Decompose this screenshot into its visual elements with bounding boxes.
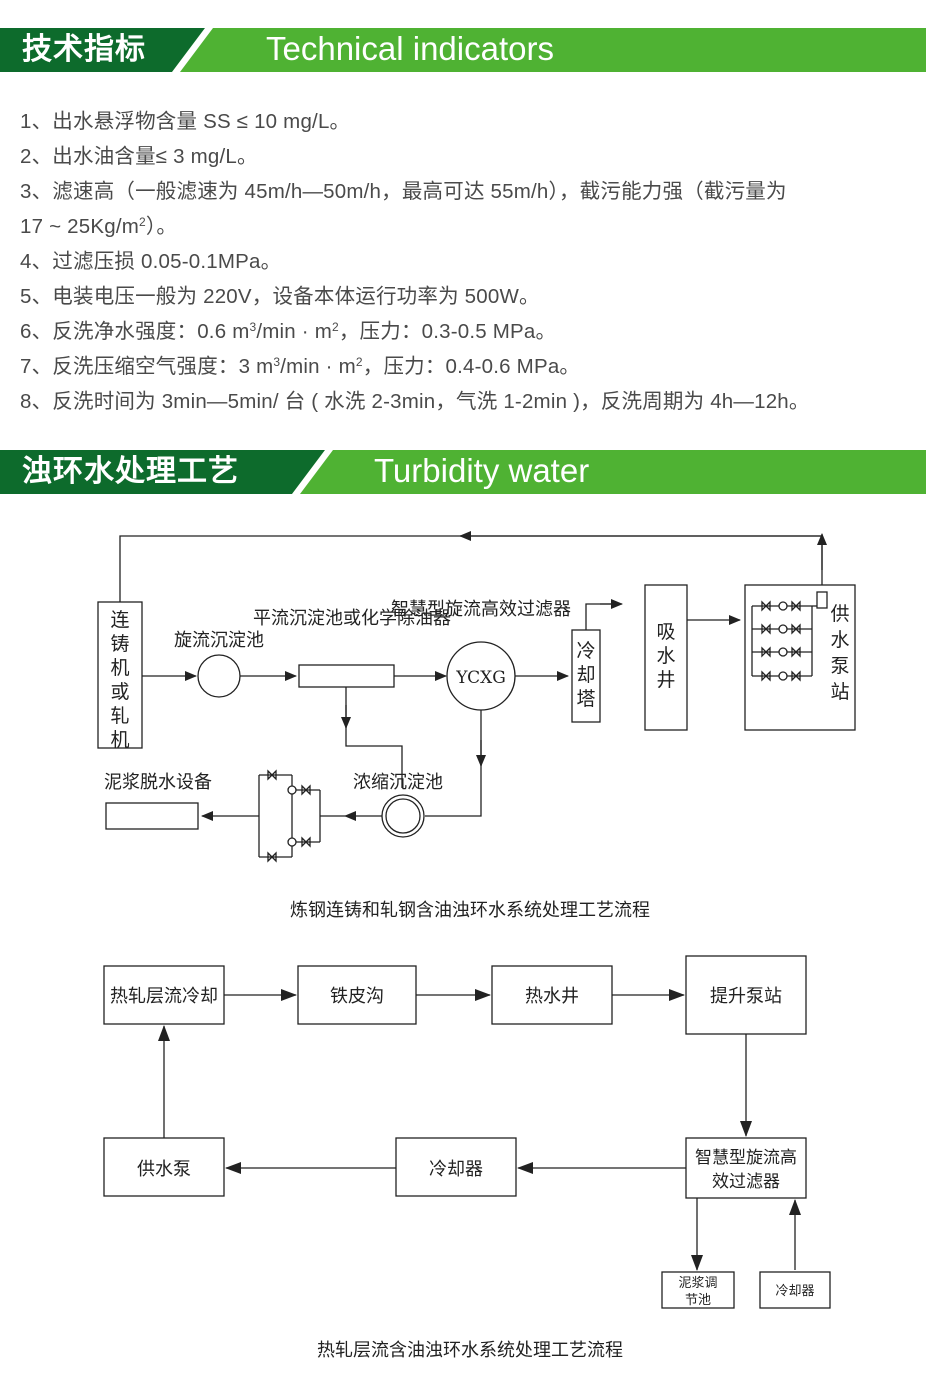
- indicator-item: 5、电装电压一般为 220V，设备本体运行功率为 500W。: [20, 279, 920, 314]
- cooling-tower-label: 冷: [576, 640, 595, 662]
- indicator-text: 3、滤速高（一般滤速为 45m/h—50m/h，最高可达 55m/h），截污能力…: [20, 180, 787, 203]
- return-line: [119, 535, 823, 602]
- supply-pump-label: 供水泵: [137, 1159, 191, 1180]
- indicator-text: 17 ~ 25Kg/m: [20, 215, 140, 238]
- sludge-valves: [267, 769, 311, 863]
- cooling-tower-label: 却: [576, 664, 595, 686]
- pump-station-label: 水: [830, 629, 849, 651]
- box-supply-pump: [103, 1137, 225, 1197]
- indicator-item: 6、反洗净水强度：0.6 m3/min · m2，压力：0.3-0.5 MPa。: [20, 314, 920, 349]
- indicator-item: 4、过滤压损 0.05-0.1MPa。: [20, 244, 920, 279]
- superscript: 2: [355, 355, 363, 369]
- thickener-tank: [381, 794, 425, 838]
- pump-station-label: 泵: [830, 655, 849, 677]
- suction-well-label: 吸: [656, 621, 675, 643]
- cyclone-label: 旋流沉淀池: [174, 630, 264, 651]
- caster-label: 轧: [110, 705, 129, 727]
- pump-station-label: 供: [830, 603, 849, 625]
- sludge-tank-label: 节池: [685, 1293, 711, 1308]
- iron-trench-label: 铁皮沟: [330, 986, 384, 1007]
- indicator-text: 5、电装电压一般为 220V，设备本体运行功率为 500W。: [20, 285, 540, 308]
- indicator-text: ，压力：0.3-0.5 MPa。: [338, 320, 557, 343]
- section-title-cn: 浊环水处理工艺: [22, 454, 239, 489]
- filter-label: 智慧型旋流高: [695, 1148, 797, 1168]
- diagram-caption: 热轧层流含油浊环水系统处理工艺流程: [317, 1340, 623, 1361]
- indicator-text: ，压力：0.4-0.6 MPa。: [362, 355, 581, 378]
- caster-label: 铸: [110, 633, 129, 655]
- lift-pump-label: 提升泵站: [710, 986, 782, 1007]
- cyclone-tank: [197, 654, 241, 698]
- indicator-text: /min · m: [280, 355, 356, 378]
- box-cooler: [395, 1137, 517, 1197]
- indicator-text: 6、反洗净水强度：0.6 m: [20, 320, 250, 343]
- box-hot-well: [491, 965, 613, 1025]
- caster-label: 机: [110, 729, 129, 751]
- indicator-text: /min · m: [256, 320, 332, 343]
- sludge-equipment-label: 泥浆脱水设备: [104, 772, 212, 793]
- box-sludge-tank: [661, 1271, 735, 1309]
- advection-label: 平流沉淀池或化学除油器: [253, 608, 451, 629]
- indicator-text: 4、过滤压损 0.05-0.1MPa。: [20, 250, 282, 273]
- box-lift-pump: [685, 955, 807, 1035]
- superscript: 3: [273, 355, 281, 369]
- section-title-cn: 技术指标: [22, 32, 146, 67]
- diagram-caption: 炼钢连铸和轧钢含油浊环水系统处理工艺流程: [290, 900, 650, 920]
- filter-code: YCXG: [455, 668, 506, 688]
- box-cooler-small: [759, 1271, 831, 1309]
- advection-tank: [298, 664, 395, 688]
- section-banner-turbidity: 浊环水处理工艺 Turbidity water: [0, 450, 926, 494]
- section-banner-technical: 技术指标 Technical indicators: [0, 28, 926, 72]
- caster-label: 连: [110, 609, 129, 631]
- indicator-text: 2、出水油含量≤ 3 mg/L。: [20, 145, 258, 168]
- indicator-item: 17 ~ 25Kg/m2）。: [20, 209, 920, 244]
- indicator-list: 1、出水悬浮物含量 SS ≤ 10 mg/L。 2、出水油含量≤ 3 mg/L。 3…: [20, 104, 920, 419]
- hot-rolling-label: 热轧层流冷却: [110, 986, 218, 1007]
- indicator-text: 7、反洗压缩空气强度：3 m: [20, 355, 274, 378]
- box-hot-rolling: [103, 965, 225, 1025]
- sludge-tank-label: 泥浆调: [678, 1276, 717, 1291]
- superscript: 2: [331, 320, 339, 334]
- caster-box: [97, 601, 143, 749]
- superscript: 2: [139, 215, 146, 229]
- suction-well-label: 水: [656, 645, 675, 667]
- filter-label: 智慧型旋流高效过滤器: [391, 599, 571, 620]
- cooling-tower-label: 塔: [576, 688, 595, 710]
- caster-label: 机: [110, 657, 129, 679]
- section-title-en: Turbidity water: [374, 452, 590, 489]
- cooling-tower: [571, 629, 601, 723]
- sludge-equipment: [105, 802, 199, 830]
- suction-well: [644, 584, 688, 731]
- cooler-label: 冷却器: [429, 1159, 483, 1180]
- indicator-text: ）。: [145, 215, 178, 238]
- indicator-item: 8、反洗时间为 3min—5min/ 台 ( 水洗 2-3min，气洗 1-2m…: [20, 384, 920, 419]
- flow-diagram-steel: 连铸机或轧机旋流沉淀池平流沉淀池或化学除油器智慧型旋流高效过滤器YCXG冷却塔吸…: [97, 531, 856, 920]
- caster-label: 或: [110, 681, 129, 703]
- indicator-item: 3、滤速高（一般滤速为 45m/h—50m/h，最高可达 55m/h），截污能力…: [20, 174, 920, 209]
- box-filter: [685, 1137, 807, 1199]
- suction-well-label: 井: [656, 669, 675, 691]
- flow-diagram-hot-rolling: 热轧层流冷却铁皮沟热水井提升泵站智慧型旋流高效过滤器冷却器供水泵泥浆调节池冷却器…: [103, 955, 831, 1361]
- box-iron-trench: [297, 965, 417, 1025]
- pump-station-label: 站: [830, 681, 849, 703]
- indicator-text: 8、反洗时间为 3min—5min/ 台 ( 水洗 2-3min，气洗 1-2m…: [20, 390, 810, 413]
- filter-label: 效过滤器: [712, 1172, 780, 1192]
- cooler-small-label: 冷却器: [775, 1284, 814, 1299]
- pump-valves: [761, 600, 801, 682]
- section-title-en: Technical indicators: [266, 30, 554, 67]
- banner-background: [0, 28, 926, 72]
- indicator-item: 7、反洗压缩空气强度：3 m3/min · m2，压力：0.4-0.6 MPa。: [20, 349, 920, 384]
- indicator-item: 1、出水悬浮物含量 SS ≤ 10 mg/L。: [20, 104, 920, 139]
- banner-background: [0, 450, 926, 494]
- indicator-item: 2、出水油含量≤ 3 mg/L。: [20, 139, 920, 174]
- indicator-text: 1、出水悬浮物含量 SS ≤ 10 mg/L。: [20, 110, 351, 133]
- superscript: 3: [249, 320, 257, 334]
- hot-well-label: 热水井: [525, 986, 579, 1007]
- thickener-label: 浓缩沉淀池: [353, 772, 443, 793]
